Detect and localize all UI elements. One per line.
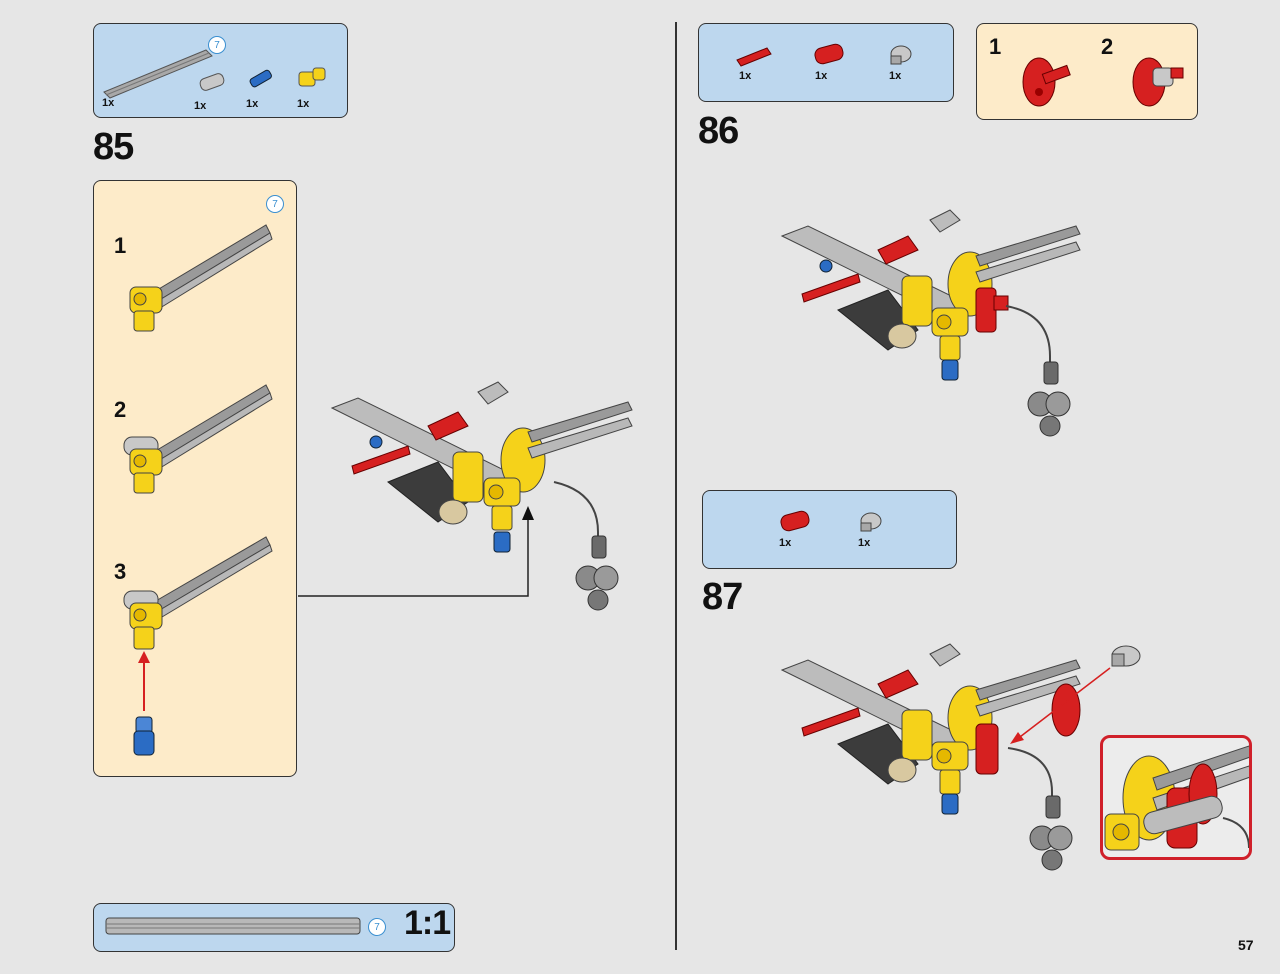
callout-substep-1-label: 1 [989, 34, 1002, 59]
callout-1-assembly-art [1022, 57, 1071, 107]
red-connector-part-icon [780, 510, 810, 532]
gray-bush-quantity: 1x [858, 537, 871, 549]
scale-bar-box: 7 [93, 903, 455, 952]
red-axle-quantity: 1x [739, 70, 752, 82]
gray-bush-part-icon [890, 45, 912, 65]
gray-connector-quantity: 1x [194, 100, 207, 112]
gray-bush-part-icon [860, 512, 882, 532]
axle-7-part-icon [103, 49, 213, 99]
substep-2-label: 2 [114, 397, 127, 422]
substep-3-assembly-art [123, 536, 273, 756]
substep-2-assembly-art [123, 384, 273, 494]
callout-substep-2-label: 2 [1101, 34, 1114, 59]
blue-pin-part-icon [249, 69, 272, 88]
step-86-number: 86 [698, 110, 739, 152]
substep-1-label: 1 [114, 233, 127, 258]
step-86-main-assembly-art [780, 209, 1081, 437]
gray-connector-part-icon [199, 73, 225, 91]
step-85-number: 85 [93, 126, 134, 168]
step-85-parts-box: 7 1x 1x 1x 1x [93, 23, 348, 118]
step-86-callout-box: 1 2 [976, 23, 1198, 120]
blue-pin-quantity: 1x [246, 98, 259, 110]
detail-inset-art [1104, 745, 1249, 851]
yellow-connector-quantity: 1x [297, 98, 310, 110]
step-87-main-assembly-art [780, 643, 1141, 871]
yellow-connector-part-icon [298, 67, 326, 87]
substep-axle-length-badge: 7 [266, 195, 284, 213]
step-85-substeps-box: 7 1 2 3 [93, 180, 297, 777]
page-divider [675, 22, 677, 950]
gray-bush-quantity: 1x [889, 70, 902, 82]
substep-1-assembly-art [129, 224, 273, 332]
step-85-main-assembly-art [298, 381, 633, 611]
red-axle-part-icon [736, 47, 772, 67]
axle-quantity: 1x [102, 97, 115, 109]
axle-7-scale-icon [105, 917, 361, 935]
step-87-number: 87 [702, 576, 743, 618]
step-87-parts-box: 1x 1x [702, 490, 957, 569]
red-connector-part-icon [814, 43, 844, 65]
red-connector-quantity: 1x [815, 70, 828, 82]
axle-length-badge: 7 [208, 36, 226, 54]
step-86-parts-box: 1x 1x 1x [698, 23, 954, 102]
scale-bar-length-badge: 7 [368, 918, 386, 936]
step-87-detail-inset [1100, 735, 1252, 860]
page-number: 57 [1238, 937, 1254, 953]
red-connector-quantity: 1x [779, 537, 792, 549]
substep-3-label: 3 [114, 559, 127, 584]
callout-2-assembly-art [1132, 57, 1184, 107]
scale-ratio: 1:1 [404, 904, 451, 942]
